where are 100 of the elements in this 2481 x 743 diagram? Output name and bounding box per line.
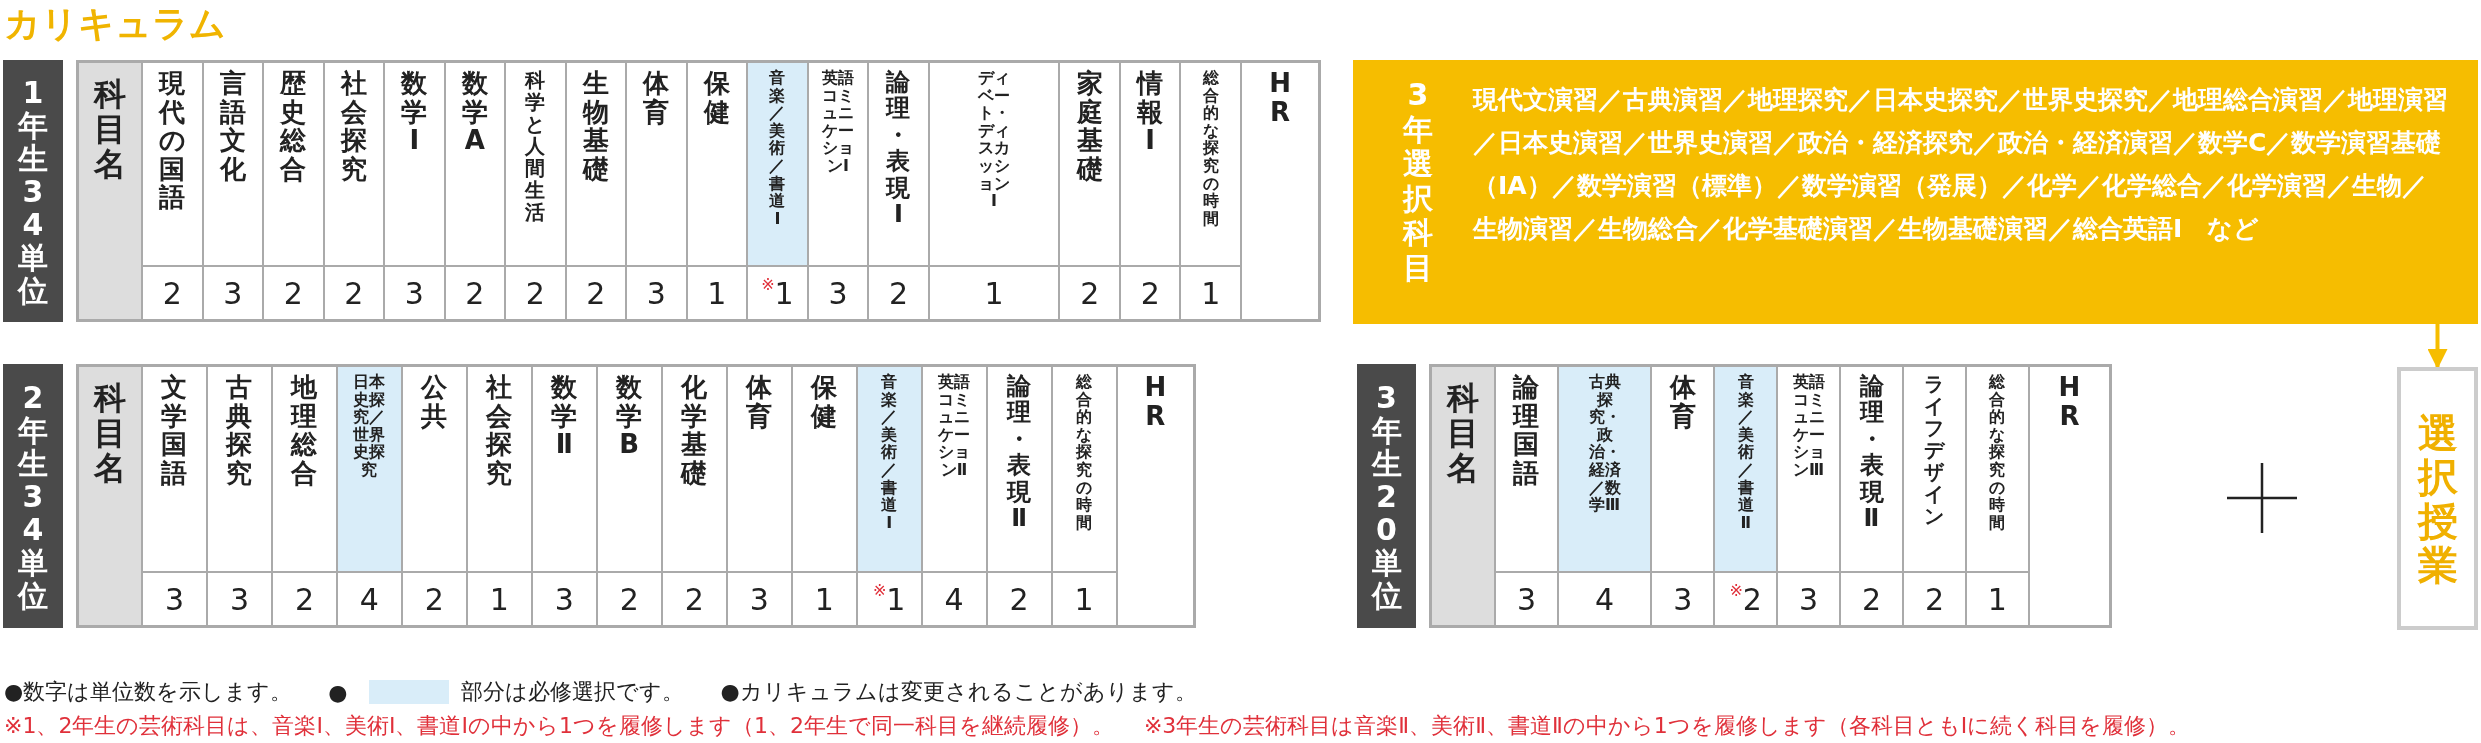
subject-name: 論理・表現Ⅱ — [1859, 373, 1884, 534]
credit-number: 3 — [1516, 581, 1536, 617]
credit-number: 1 — [1074, 581, 1094, 617]
subject-column — [746, 63, 807, 319]
subject-name: 総合的な探究の時間 — [1202, 69, 1219, 230]
subject-name: 文学国語 — [161, 373, 188, 490]
pointer-arrow — [2427, 324, 2448, 369]
subject-column — [400, 367, 466, 625]
credit-number: 2 — [1861, 581, 1882, 617]
credit-number: 4 — [944, 581, 964, 617]
subject-column — [530, 367, 596, 625]
subject-header: 科目名 — [79, 63, 141, 319]
subject-name: 言語文化 — [219, 69, 246, 186]
note-text: ●カリキュラムは変更されることがあります。 — [720, 678, 1197, 706]
subject-column — [383, 63, 444, 319]
subject-name: 社会探究 — [340, 69, 367, 186]
subject-name: 日本史探究／世界史探究 — [353, 373, 386, 481]
credit-number: 2 — [1080, 275, 1100, 311]
subject-column — [660, 367, 726, 625]
grade-label: 3年生 20単位 — [1371, 380, 1402, 612]
page-title: カリキュラム — [4, 2, 226, 46]
subject-name: 体育 — [643, 69, 670, 129]
subject-name: 化学基礎 — [681, 373, 708, 490]
credit-number: 2 — [162, 275, 182, 311]
credit-number: 2 — [586, 275, 606, 311]
credit-number: 2 — [294, 581, 314, 617]
subject-column — [262, 63, 323, 319]
subject-name: HR — [2057, 373, 2082, 433]
curriculum-table — [76, 60, 1321, 322]
subject-column — [790, 367, 856, 625]
subject-name: 論理・表現Ⅰ — [886, 69, 911, 230]
subject-name: 総合的な探究の時間 — [1076, 373, 1093, 534]
subject-name: 数学Ⅱ — [551, 373, 578, 462]
subject-column — [920, 367, 986, 625]
note-text: ●数字は単位数を示します。 — [4, 678, 293, 706]
credit-number: 3 — [229, 581, 249, 617]
subject-name: ディベート・ディスカッションⅠ — [978, 69, 1011, 213]
subject-name: 保健 — [703, 69, 730, 129]
subject-column — [465, 367, 531, 625]
subject-column — [1179, 63, 1240, 319]
credit-number: 1 — [489, 581, 509, 617]
subject-name: 数学B — [616, 373, 643, 462]
credit-number: 3 — [1799, 581, 1819, 617]
subject-column — [1118, 63, 1180, 319]
subject-name: ライフデザイン — [1924, 373, 1945, 530]
credit-number: 2 — [684, 581, 704, 617]
subject-name: 音楽／美術／書道Ⅰ — [881, 373, 898, 534]
subject-column — [201, 63, 263, 319]
subject-column — [443, 63, 505, 319]
curriculum-table — [76, 364, 1196, 628]
subject-name: 英語コミュニケーションⅢ — [1792, 373, 1825, 481]
subject-column — [685, 63, 747, 319]
credit-number: 2 — [424, 581, 444, 617]
credit-number: 2 — [888, 275, 908, 311]
subject-name: 科学と人間生活 — [525, 69, 546, 226]
credit-number: $^{※}$2 — [1729, 581, 1762, 617]
credit-number: 2 — [465, 275, 485, 311]
subject-name: 音楽／美術／書道Ⅰ — [769, 69, 786, 230]
subject-name: 社会探究 — [486, 373, 513, 490]
credit-number: 3 — [404, 275, 424, 311]
subject-column — [625, 63, 686, 319]
credit-number: 2 — [344, 275, 364, 311]
subject-name: 体育 — [746, 373, 773, 433]
subject-name: 体育 — [1669, 373, 1696, 433]
elective-panel — [1353, 60, 2478, 324]
subject-column — [855, 367, 921, 625]
credit-number: 1 — [814, 581, 834, 617]
elective-box — [2397, 367, 2478, 630]
subject-name: 現代の国語 — [159, 69, 186, 215]
credit-number: 3 — [1673, 581, 1693, 617]
grade-label: 1年生 34単位 — [18, 75, 48, 307]
subject-header: 科目名 — [1432, 367, 1494, 625]
subject-name: 英語コミュニケーションⅡ — [938, 373, 971, 481]
subject-name: 生物基礎 — [582, 69, 609, 186]
subject-column — [205, 367, 271, 625]
subject-name: 保健 — [811, 373, 838, 433]
subject-name: 古典探究・政治・経済／数学Ⅲ — [1588, 373, 1621, 517]
credit-number: 3 — [223, 275, 243, 311]
credit-number: 3 — [749, 581, 769, 617]
credit-number: 2 — [1009, 581, 1029, 617]
subject-column — [270, 367, 336, 625]
subject-column — [595, 367, 661, 625]
subject-column — [1556, 367, 1651, 625]
credit-number: 1 — [1987, 581, 2007, 617]
elective-list: 現代文演習／古典演習／地理探究／日本史探究／世界史探究／地理総合演習／地理演習／日本史演習／世界史演習／政治・経済探究／政治・経済演習／数学C／数学演習基礎（IA）／数学演習（標準）／数学演習（発展）／化学／化学総合／化学演習／生物／生物演習／生物総合／化学基礎演習／生物基礎演習／総合英語I など — [1473, 78, 2448, 306]
credit-number: 3 — [646, 275, 666, 311]
credit-number: 2 — [525, 275, 545, 311]
subject-name: 古典探究 — [226, 373, 253, 490]
subject-name: 英語コミュニケーションⅠ — [821, 69, 854, 177]
subject-column — [1050, 367, 1116, 625]
subject-column — [504, 63, 565, 319]
subject-column — [725, 367, 791, 625]
credit-number: 4 — [359, 581, 379, 617]
credit-number: 2 — [1140, 275, 1160, 311]
credit-number: 1 — [984, 275, 1004, 311]
subject-name: 論理・表現Ⅱ — [1007, 373, 1032, 534]
grade-band — [1357, 364, 1416, 628]
subject-column — [1902, 367, 1965, 625]
subject-name: 地理総合 — [291, 373, 318, 490]
panel-heading: 3年選択科目 — [1403, 78, 1433, 287]
